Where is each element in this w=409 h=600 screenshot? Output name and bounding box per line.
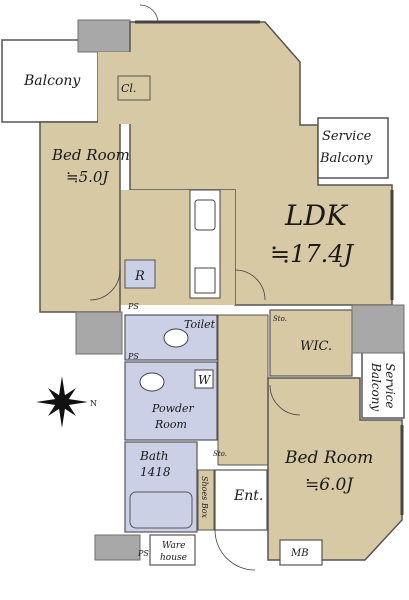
service-balcony-top-area (317, 117, 389, 179)
toilet-bowl (163, 328, 189, 348)
shoes-box-label: Shoes Box (200, 476, 209, 519)
meter-box-label: MB (290, 548, 309, 559)
compass-arm-south (58, 402, 66, 428)
toilet-area (124, 314, 218, 361)
balcony-label: Balcony (23, 73, 81, 89)
bedroom-north-area: ≒5.0J (66, 168, 109, 186)
entrance-label: Ent. (233, 488, 263, 504)
bath-line2: 1418 (140, 465, 171, 479)
wic-area (269, 309, 353, 377)
bath-area (124, 441, 198, 533)
wash-basin (139, 372, 165, 392)
bath-line1: Bath (139, 449, 169, 463)
powder-room-line2: Room (154, 418, 187, 431)
closet-label: Cl. (121, 82, 136, 95)
compass-arm-west (36, 398, 62, 406)
service-balcony-top-line1: Service (322, 129, 372, 144)
ldk-label: LDK (284, 199, 349, 232)
warehouse-area (149, 534, 196, 566)
door-swing-bedroom-south (269, 384, 301, 416)
fridge-box (124, 259, 156, 289)
pipe-space-label-2: PS (127, 352, 139, 361)
pipe-space-label-3: PS (137, 549, 149, 558)
door-swing-balcony (139, 4, 159, 24)
service-balcony-side-line1: Service (383, 363, 397, 409)
warehouse-line1: Ware (162, 541, 185, 551)
bathtub (129, 491, 193, 529)
storage-1-label: Sto. (273, 315, 287, 323)
wall-block-ne (351, 304, 405, 354)
bedroom-south-area: ≒6.0J (305, 475, 354, 495)
washer-label: W (198, 373, 212, 387)
compass-rose: N (36, 376, 97, 428)
entrance-area (214, 469, 268, 531)
balcony-wall (77, 19, 131, 53)
shoes-box-area (197, 469, 215, 531)
meter-box-area (279, 539, 323, 566)
bedroom-south-label: Bed Room (284, 448, 373, 468)
storage-2-label: Sto. (213, 450, 227, 458)
service-balcony-side-line2: Balcony (369, 362, 383, 411)
warehouse-line2: house (160, 553, 187, 563)
compass-north-label: N (90, 399, 97, 408)
shoes-box-label-group: Shoes Box (200, 476, 209, 519)
wall-block-w (75, 311, 123, 355)
compass-arm-diag-4 (48, 399, 65, 416)
wall-block-sw (94, 534, 141, 561)
service-balcony-top-line2: Balcony (319, 151, 373, 166)
door-swing-ldk (234, 269, 266, 301)
door-swing-entrance (214, 529, 256, 571)
kitchen-sink (194, 199, 216, 231)
toilet-label: Toilet (184, 318, 216, 331)
fridge-label: R (134, 269, 145, 284)
stove (194, 267, 216, 294)
compass-arm-east (62, 398, 88, 406)
hallway (217, 314, 269, 466)
powder-room-line1: Powder (151, 402, 195, 415)
door-swing-bedroom-north (89, 269, 121, 301)
service-balcony-side-labels: Service Balcony (369, 362, 397, 411)
washer-box (194, 369, 214, 389)
balcony-area (1, 39, 99, 123)
ldk-area: ≒17.4J (270, 240, 355, 268)
wic-label: WIC. (300, 339, 332, 354)
closet-area (117, 75, 151, 101)
pipe-space-label-1: PS (127, 302, 139, 311)
compass-arm-north (58, 376, 66, 402)
bedroom-north-label: Bed Room (51, 146, 130, 164)
